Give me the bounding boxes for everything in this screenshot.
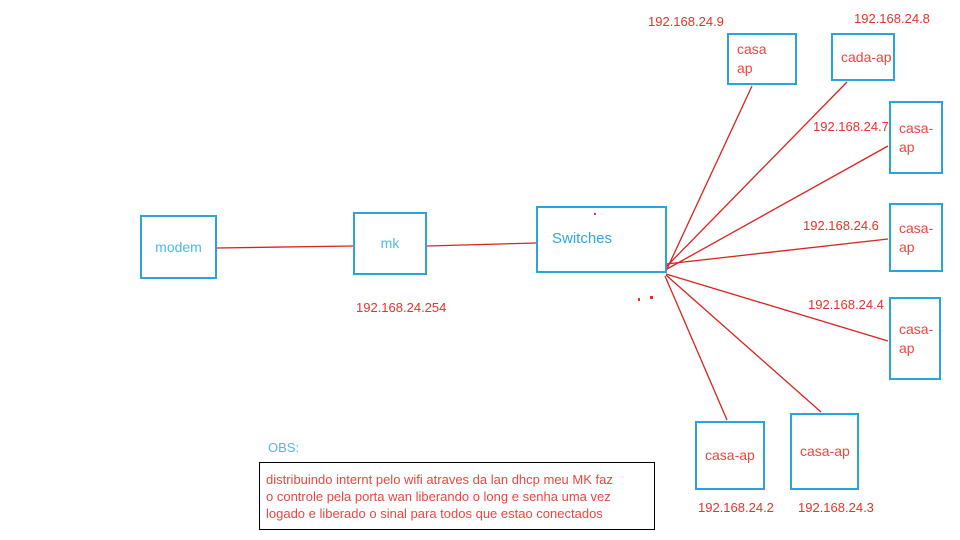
obs-title: OBS: (268, 440, 300, 455)
obs-note-box: distribuindo internt pelo wifi atraves d… (259, 462, 655, 530)
node-switches[interactable]: Switches (536, 206, 667, 273)
node-label: casa-ap (899, 219, 934, 255)
speck-switch-top (594, 213, 596, 215)
node-label: cada-ap (841, 48, 892, 65)
node-label: mk (380, 235, 400, 252)
node-label: casa-ap (899, 320, 934, 356)
node-label: casa ap (737, 41, 767, 76)
ip-9-label: 192.168.24.9 (648, 14, 724, 29)
ip-7-label: 192.168.24.7 (813, 119, 889, 134)
obs-line: logado e liberado o sinal para todos que… (266, 506, 603, 521)
speck-below-2 (650, 296, 653, 299)
ip-254-label: 192.168.24.254 (356, 300, 447, 315)
obs-line: o controle pela porta wan liberando o lo… (266, 489, 611, 504)
link-switches-ap3 (665, 274, 822, 413)
link-switches-ap2 (664, 275, 728, 421)
node-mk[interactable]: mk (353, 212, 427, 275)
obs-line: distribuindo internt pelo wifi atraves d… (266, 472, 613, 487)
node-ap9[interactable]: casa ap (727, 33, 797, 85)
ip-3-label: 192.168.24.3 (798, 500, 874, 515)
node-ap6[interactable]: casa-ap (889, 203, 943, 272)
node-label: casa-ap (899, 119, 934, 155)
link-mk-switches (426, 242, 537, 247)
node-label: modem (155, 238, 202, 255)
node-label: casa-ap (800, 443, 850, 460)
link-switches-ap7 (666, 145, 889, 270)
link-switches-ap9 (665, 85, 753, 272)
ip-4-label: 192.168.24.4 (808, 297, 884, 312)
ip-6-label: 192.168.24.6 (803, 218, 879, 233)
link-modem-mk (216, 245, 354, 249)
speck-below-1 (638, 298, 640, 301)
node-ap7[interactable]: casa-ap (889, 101, 943, 174)
ip-2-label: 192.168.24.2 (698, 500, 774, 515)
node-ap4[interactable]: casa-ap (889, 297, 941, 380)
ip-8-label: 192.168.24.8 (854, 11, 930, 26)
node-ap3[interactable]: casa-ap (790, 413, 859, 490)
node-label: casa-ap (705, 447, 755, 464)
node-ap2[interactable]: casa-ap (695, 421, 765, 490)
link-switches-ap6 (665, 238, 889, 265)
link-switches-ap8 (666, 81, 848, 267)
node-label: Switches (552, 230, 613, 248)
node-ap8[interactable]: cada-ap (831, 33, 895, 81)
node-modem[interactable]: modem (140, 215, 217, 279)
